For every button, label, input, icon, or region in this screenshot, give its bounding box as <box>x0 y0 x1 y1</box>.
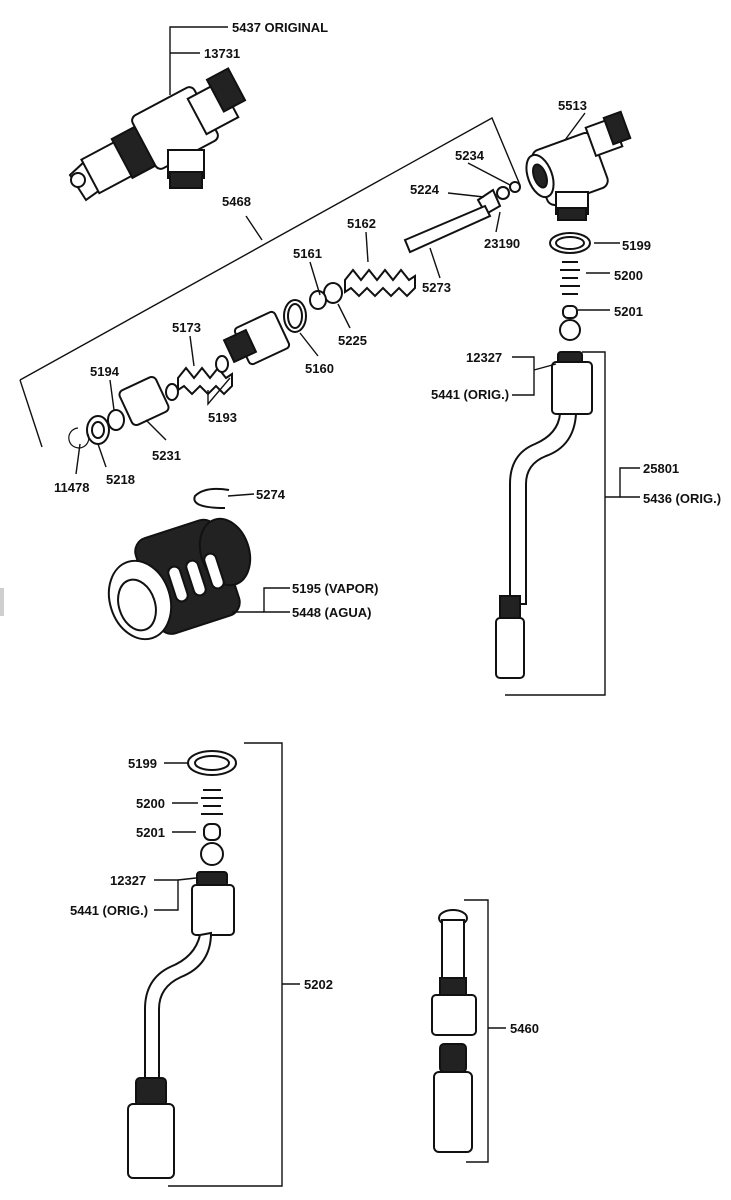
label-5193: 5193 <box>208 410 237 425</box>
label-12327-left: 12327 <box>110 873 146 888</box>
label-5274: 5274 <box>256 487 286 502</box>
label-5273: 5273 <box>422 280 451 295</box>
label-5460: 5460 <box>510 1021 539 1036</box>
steam-wand-25801 <box>495 232 593 679</box>
label-5202: 5202 <box>304 977 333 992</box>
label-5218: 5218 <box>106 472 135 487</box>
part-23190 <box>496 186 510 200</box>
label-5173: 5173 <box>172 320 201 335</box>
label-5194: 5194 <box>90 364 120 379</box>
page-edge-mark <box>0 588 4 616</box>
knob-5195-5448 <box>107 517 252 641</box>
label-5195-vapor: 5195 (VAPOR) <box>292 581 378 596</box>
label-5162: 5162 <box>347 216 376 231</box>
label-5225: 5225 <box>338 333 367 348</box>
ring-5193b <box>165 383 179 401</box>
ring-5193a <box>215 355 229 373</box>
label-5160: 5160 <box>305 361 334 376</box>
valve-body-5513 <box>525 110 632 221</box>
spring-5162 <box>344 268 416 298</box>
label-5448-agua: 5448 (AGUA) <box>292 605 371 620</box>
label-5199-left: 5199 <box>128 756 157 771</box>
label-5201-right: 5201 <box>614 304 643 319</box>
spring-5173 <box>177 366 233 396</box>
spring-5200b <box>201 789 223 815</box>
label-5224: 5224 <box>410 182 440 197</box>
label-5441-right: 5441 (ORIG.) <box>431 387 509 402</box>
part-5234 <box>509 181 521 193</box>
tip-assembly-5460 <box>431 909 477 1153</box>
stem-5273 <box>403 204 492 254</box>
label-5231: 5231 <box>152 448 181 463</box>
clip-5274 <box>193 487 230 509</box>
label-11478: 11478 <box>54 480 89 495</box>
label-23190: 23190 <box>484 236 520 251</box>
label-5436-orig: 5436 (ORIG.) <box>643 491 721 506</box>
label-5200-left: 5200 <box>136 796 165 811</box>
label-5441-left: 5441 (ORIG.) <box>70 903 148 918</box>
part-labels: 5437 ORIGINAL 13731 5468 5513 5234 5224 … <box>54 20 721 1036</box>
label-25801: 25801 <box>643 461 679 476</box>
label-5161: 5161 <box>293 246 322 261</box>
spring-5200a <box>560 261 580 295</box>
valve-assembly-original <box>68 67 247 202</box>
label-5199-right: 5199 <box>622 238 651 253</box>
valve-5201b <box>203 823 221 841</box>
nut-5441a <box>551 361 593 415</box>
nut-5231 <box>118 375 170 427</box>
nut-5441b <box>191 884 235 936</box>
oring-12327b <box>196 871 228 887</box>
label-5201-left: 5201 <box>136 825 165 840</box>
steam-wand-5202 <box>127 750 237 1179</box>
valve-5201a <box>562 305 578 319</box>
washer-5194 <box>107 409 125 431</box>
stem-parts <box>68 181 521 449</box>
label-12327-right: 12327 <box>466 350 502 365</box>
leader-lines <box>19 26 640 1187</box>
seat-5161 <box>309 290 327 310</box>
label-5437-original: 5437 ORIGINAL <box>232 20 328 35</box>
clip-11478 <box>68 427 90 449</box>
label-5513: 5513 <box>558 98 587 113</box>
label-5200-right: 5200 <box>614 268 643 283</box>
label-5468: 5468 <box>222 194 251 209</box>
label-5234: 5234 <box>455 148 485 163</box>
label-13731: 13731 <box>204 46 240 61</box>
